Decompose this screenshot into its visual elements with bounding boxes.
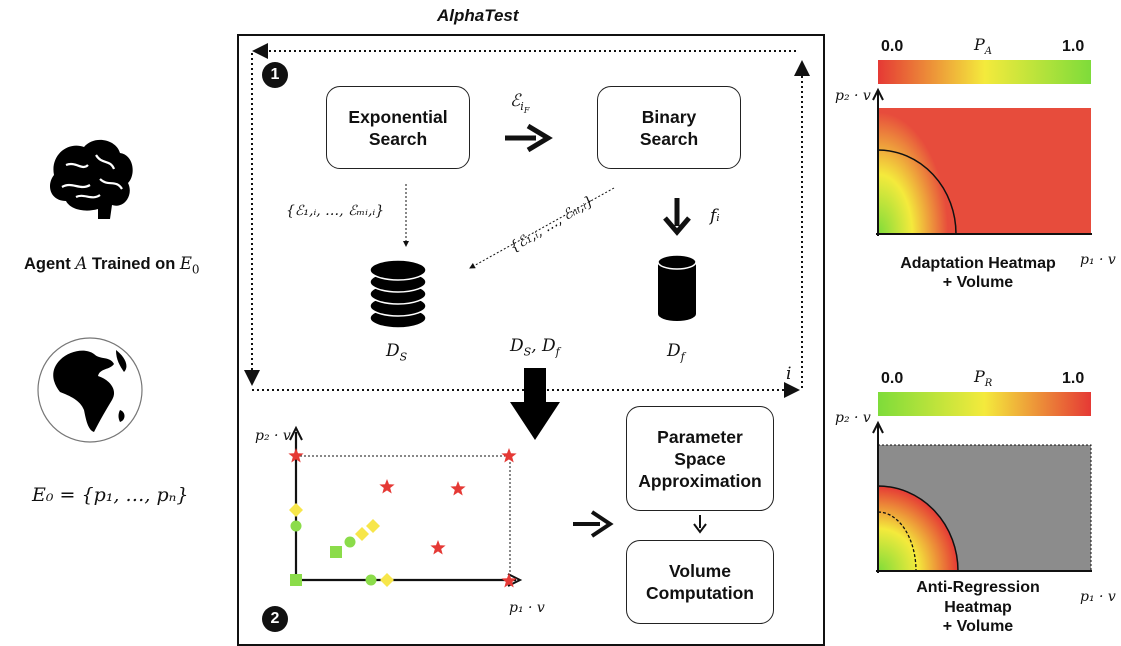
regression-scale-label: PR [974,367,993,390]
regression-y-axis-label: p₂ · v [835,410,871,426]
regression-scale-max: 1.0 [1062,370,1085,387]
scatter-square-marker [290,574,302,586]
globe-icon [37,337,143,443]
loop-index-label: i [786,364,792,384]
big-down-arrow [510,368,560,440]
arrow-plot-to-approximation [573,510,614,538]
iteration-loop [244,43,810,398]
scatter-diamond-marker [366,519,380,533]
regression-colorbar [878,392,1091,416]
scatter-x-axis-label: p₁ · v [509,600,545,616]
arrow-binary-to-df [663,198,691,236]
adaptation-axes [872,87,1092,236]
scatter-circle-marker [344,536,356,548]
arrow-label-epsilon: ℰiF [510,91,530,116]
fi-label: fᵢ [710,206,720,226]
arrow-exp-to-binary [505,123,553,153]
set-s-label: {ℰ₁,ᵢ, …, ℰₘᵢ,ᵢ} [286,203,385,219]
regression-scale-min: 0.0 [881,370,904,387]
scatter-circle-marker [290,520,302,532]
arrow-approximation-to-volume [693,515,707,534]
regression-inner-boundary [877,511,917,572]
ds-label: DS [386,341,408,364]
arrow-binary-to-ds [469,187,615,269]
regression-x-axis-label: p₁ · v [1080,589,1116,605]
adaptation-scale-min: 0.0 [881,38,904,55]
regression-axes [872,420,1092,573]
scatter-circle-marker [365,574,377,586]
df-label: Df [667,341,685,364]
brain-icon [50,139,133,219]
scatter-y-axis-label: p₂ · v [255,428,291,444]
phase-2-badge: 2 [262,606,288,632]
scatter-star-marker [288,448,304,463]
scatter-star-marker [501,448,517,463]
ds-df-label: DS, Df [510,336,560,359]
adaptation-x-axis-label: p₁ · v [1080,252,1116,268]
adaptation-volume-boundary [877,149,957,235]
environment-formula: E₀ = {p₁, …, pₙ} [32,484,189,506]
scatter-diamond-marker [289,503,303,517]
diagram-title: AlphaTest [437,6,519,25]
scatter-star-marker [450,481,466,496]
database-stack-icon [369,259,427,329]
adaptation-colorbar [878,60,1091,84]
regression-volume-region [877,485,959,572]
scatter-star-marker [501,573,517,588]
adaptation-scale-max: 1.0 [1062,38,1085,55]
scatter-diamond-marker [355,527,369,541]
phase-1-badge: 1 [262,62,288,88]
adaptation-caption: Adaptation Heatmap+ Volume [900,255,1056,291]
scatter-star-marker [379,479,395,494]
adaptation-scale-label: PA [974,35,992,58]
scatter-diamond-marker [380,573,394,587]
database-cylinder-icon [657,254,697,321]
adaptation-y-axis-label: p₂ · v [835,88,871,104]
agent-label: Agent A Trained on E0 [24,254,200,277]
scatter-square-marker [330,546,342,558]
scatter-star-marker [430,540,446,555]
